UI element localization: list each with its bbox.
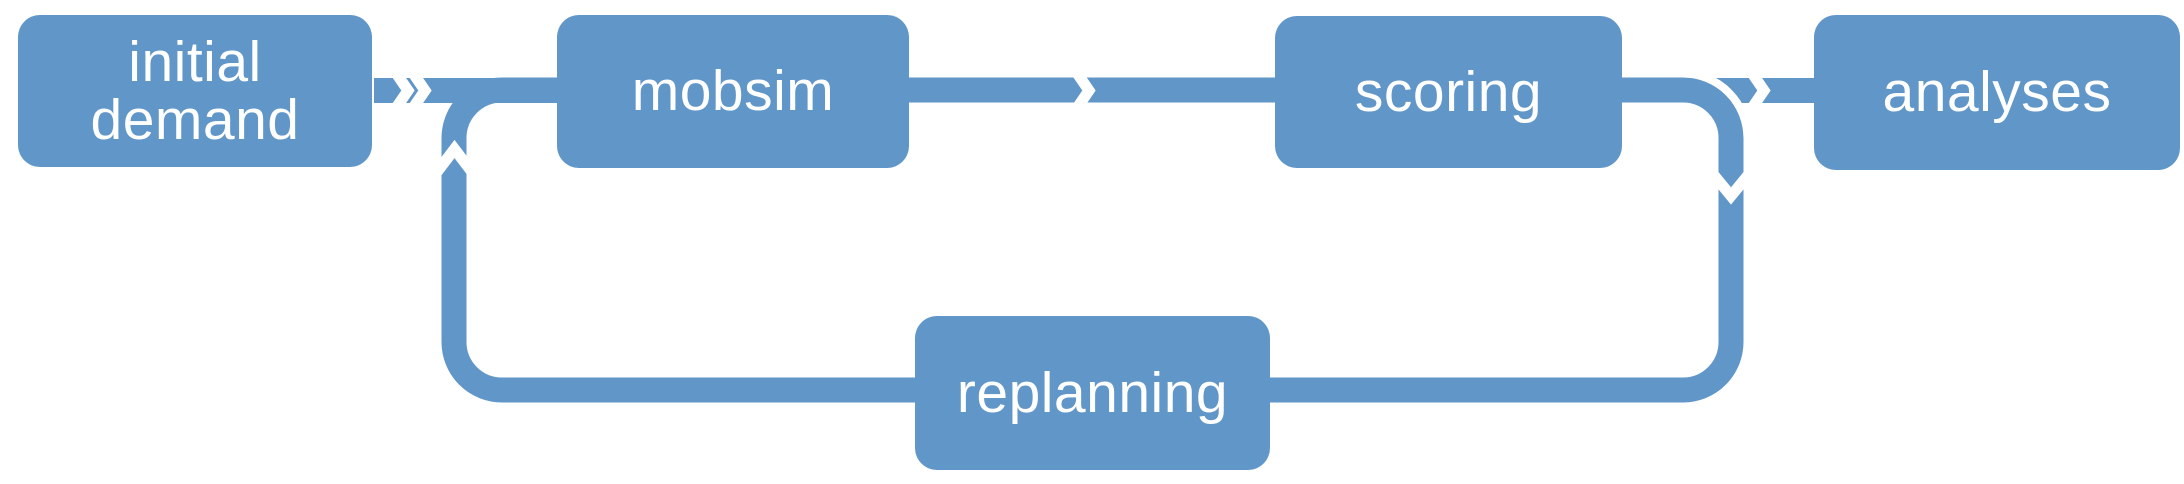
- node-scoring: scoring: [1275, 16, 1622, 168]
- node-label: scoring: [1354, 59, 1543, 124]
- node-mobsim: mobsim: [557, 15, 909, 168]
- node-label: replanning: [956, 360, 1229, 425]
- node-label: mobsim: [631, 59, 835, 124]
- node-label: initial demand: [90, 29, 300, 152]
- chevron-right-icon: [408, 69, 432, 112]
- chevron-down-icon: [1708, 170, 1754, 205]
- chevron-right-icon: [1072, 69, 1096, 112]
- chevron-right-icon: [1747, 69, 1771, 112]
- branch-separator-arc: [1682, 69, 1752, 139]
- chevron-right-icon: [391, 69, 415, 112]
- node-initial-demand: initial demand: [18, 15, 372, 167]
- chevron-up-icon: [432, 139, 477, 176]
- node-label: analyses: [1882, 60, 2112, 125]
- node-analyses: analyses: [1814, 15, 2180, 170]
- node-replanning: replanning: [915, 316, 1270, 470]
